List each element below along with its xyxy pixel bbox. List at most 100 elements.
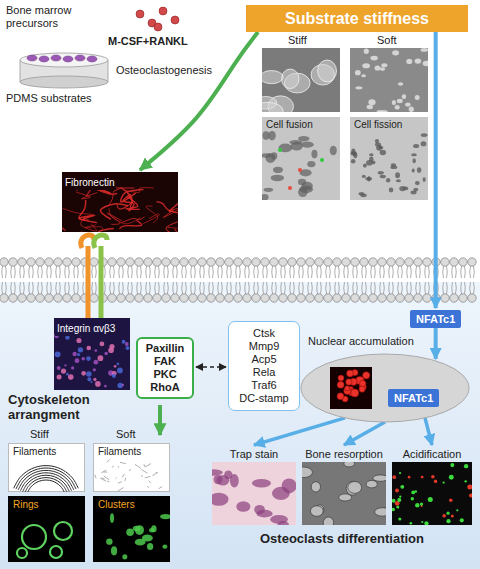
result-panel: Trap stain	[212, 447, 296, 525]
lipid-tail	[146, 266, 151, 294]
lipid-head	[405, 294, 413, 302]
lipid-tail	[398, 266, 403, 294]
lipid-tail	[182, 266, 187, 294]
lipid-tail	[128, 266, 133, 294]
lipid-tail	[74, 266, 79, 294]
stain-dot	[125, 342, 129, 346]
acid-dot	[392, 475, 396, 479]
lipid-head	[414, 294, 422, 302]
lipid-head	[18, 294, 26, 302]
actin-filament	[116, 478, 117, 479]
cell	[369, 153, 373, 156]
lipid-head	[36, 258, 44, 266]
acid-dot	[449, 475, 454, 480]
lipid-head	[72, 258, 80, 266]
lipid-head	[459, 294, 467, 302]
label-text: Soft	[377, 34, 397, 47]
actin-filament	[107, 481, 109, 482]
lipid-tail	[137, 266, 142, 294]
stain-dot	[121, 384, 124, 387]
dish-bottom	[20, 76, 108, 88]
fibre	[81, 216, 97, 231]
cell	[279, 144, 293, 153]
stain-dot	[68, 374, 74, 380]
stain-dot	[99, 341, 104, 346]
node-text: NFATc1	[394, 391, 433, 405]
lipid-tail	[236, 266, 241, 294]
lipid-head	[315, 258, 323, 266]
resorption-pit	[310, 506, 323, 517]
panel-ground	[54, 318, 130, 390]
acid-dot	[464, 464, 468, 468]
trap-cell	[236, 501, 250, 511]
lipid-head	[405, 258, 413, 266]
actin-filament	[147, 486, 149, 488]
cell	[264, 188, 274, 192]
lipid-tail	[245, 266, 250, 294]
lipid-tail	[65, 266, 70, 294]
nuclei	[347, 370, 354, 377]
marker-dot	[288, 186, 292, 190]
lipid-head	[162, 258, 170, 266]
acid-dot	[469, 493, 472, 497]
lipid-head	[243, 258, 251, 266]
panel-frame	[9, 444, 85, 492]
stain-dot	[81, 371, 86, 376]
cell	[363, 163, 367, 167]
lipid-head	[468, 258, 476, 266]
trap-cell	[216, 475, 229, 486]
lipid-tail	[371, 266, 376, 294]
actin-filament	[145, 464, 151, 467]
lipid-head	[0, 294, 8, 302]
fibre	[123, 194, 134, 211]
resorption-pit	[323, 517, 333, 525]
lipid-tail	[407, 266, 412, 294]
lipid-head	[324, 294, 332, 302]
lipid-head	[450, 258, 458, 266]
panel-frame	[94, 444, 170, 492]
panel-ground	[262, 117, 340, 200]
micrograph-panel: Integrin αvβ3	[54, 318, 130, 390]
acid-dot	[396, 505, 399, 508]
small-cell	[398, 82, 403, 86]
acid-dot	[415, 503, 419, 507]
integrin-beta-head	[94, 235, 107, 248]
acid-dot	[408, 476, 411, 479]
stain-dot	[86, 346, 91, 351]
lipid-head	[369, 258, 377, 266]
lipid-tail	[470, 266, 475, 294]
fission-micrograph	[350, 117, 428, 200]
fibre	[121, 188, 132, 207]
signalling-box: Paxillin FAK PKC RhoA	[136, 337, 194, 399]
lipid-head	[45, 294, 53, 302]
lipid-tail	[20, 266, 25, 294]
cytoskeleton-arrow	[158, 405, 162, 435]
lipid-head	[315, 294, 323, 302]
arrow-connector	[140, 32, 258, 170]
arrow-connector	[254, 418, 345, 445]
acid-dot	[392, 499, 396, 503]
fibre	[156, 202, 178, 215]
resorption-pit	[339, 494, 352, 501]
cluster-image	[93, 496, 170, 562]
node-text: Substrate stiffness	[246, 5, 468, 32]
cell	[417, 167, 421, 173]
lipid-head	[153, 258, 161, 266]
cell	[399, 186, 405, 191]
lipid-head	[54, 258, 62, 266]
lipid-tail	[299, 266, 304, 294]
lipid-head	[468, 294, 476, 302]
result-panel: Acidification	[392, 447, 472, 525]
panel-ground	[212, 462, 296, 525]
lipid-tail	[461, 266, 466, 294]
lipid-head	[90, 294, 98, 302]
fusion-micrograph	[262, 117, 340, 200]
stain-dot	[93, 360, 98, 365]
lipid-head	[180, 258, 188, 266]
fibre	[146, 206, 158, 223]
lipid-head	[297, 258, 305, 266]
lipid-tail	[254, 266, 259, 294]
small-cell	[405, 102, 410, 106]
stain-dot	[93, 368, 96, 371]
lipid-head	[216, 258, 224, 266]
